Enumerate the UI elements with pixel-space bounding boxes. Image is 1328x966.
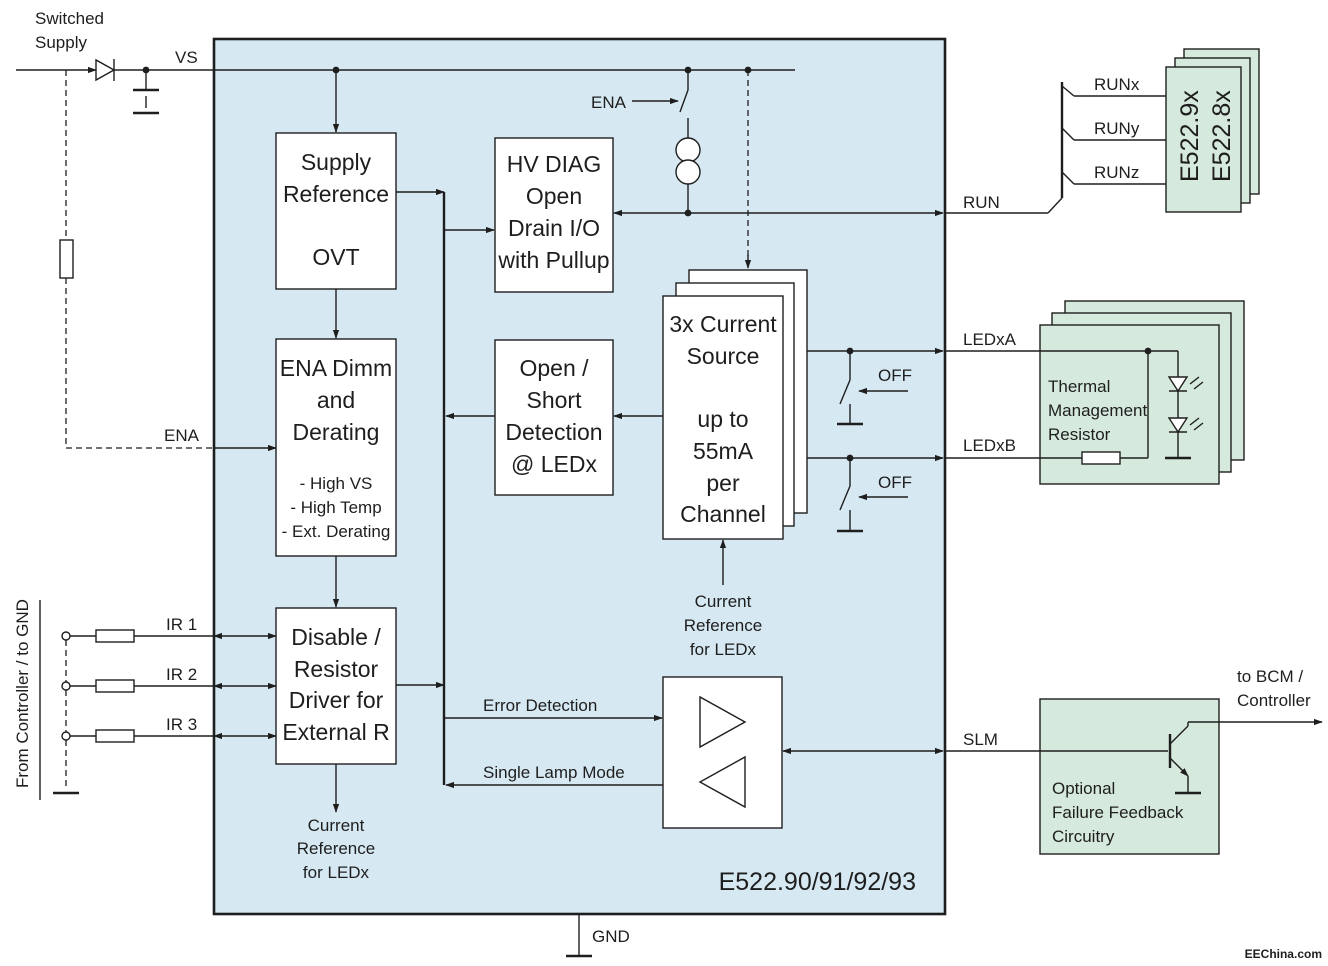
failure-text-3: Circuitry [1052, 827, 1115, 846]
ena-dimm-text-3: Derating [293, 419, 380, 445]
off-switch-a-icon [839, 379, 851, 405]
chip-name-label: E522.90/91/92/93 [719, 868, 916, 896]
e522-card-front [1165, 66, 1242, 213]
led-icon-1 [1167, 376, 1204, 393]
vs-label: VS [175, 48, 198, 67]
buffer-right-icon [699, 695, 747, 749]
hv-diag-text-3: Drain I/O [508, 215, 600, 241]
current-source-block [662, 295, 784, 540]
ena-dimm-block [275, 338, 397, 557]
to-bcm-label-2: Controller [1237, 691, 1311, 710]
ena-dimm-text-1: ENA Dimm [280, 355, 392, 381]
hv-diag-text-2: Open [526, 183, 582, 209]
thermal-text-3: Resistor [1048, 425, 1111, 444]
ena-dimm-list-3: - Ext. Derating [282, 522, 391, 541]
hv-diag-text-4: with Pullup [497, 247, 609, 273]
supply-reference-text-4: OVT [312, 244, 359, 270]
ir3-resistor-icon [95, 729, 135, 743]
supply-reference-text-2: Reference [283, 181, 389, 207]
failure-feedback-block [1039, 698, 1220, 855]
error-detection-label: Error Detection [483, 696, 597, 715]
ena-dimm-list-1: - High VS [300, 474, 373, 493]
ena-switch-icon [679, 89, 689, 113]
thermal-text-2: Management [1048, 401, 1148, 420]
current-source-icon [675, 137, 701, 185]
ledxa-label: LEDxA [963, 330, 1017, 349]
disable-resistor-text-3: Driver for [289, 687, 384, 713]
current-source-text-7: Channel [680, 501, 766, 527]
gnd-label: GND [592, 927, 630, 946]
thermal-resistor-icon [1081, 451, 1121, 465]
ena-dimm-text-2: and [317, 387, 355, 413]
failure-text-1: Optional [1052, 779, 1115, 798]
open-short-block [494, 339, 614, 496]
current-ref-bottom-3: for LEDx [303, 863, 370, 882]
runx-label: RUNx [1094, 75, 1140, 94]
open-short-text-4: @ LEDx [511, 451, 597, 477]
single-lamp-mode-label: Single Lamp Mode [483, 763, 625, 782]
ena-line-label: ENA [164, 426, 200, 445]
current-source-text-4: up to [697, 406, 748, 432]
current-ref-top-3: for LEDx [690, 640, 757, 659]
disable-resistor-text-2: Resistor [294, 656, 379, 682]
current-ref-bottom-2: Reference [297, 839, 375, 858]
current-source-text-6: per [706, 470, 740, 496]
off-label-b: OFF [878, 473, 912, 492]
ledxb-label: LEDxB [963, 436, 1016, 455]
open-short-text-1: Open / [519, 355, 589, 381]
runy-label: RUNy [1094, 119, 1140, 138]
ir3-line [61, 729, 277, 743]
ir3-label: IR 3 [166, 715, 197, 734]
from-controller-label: From Controller / to GND [13, 599, 32, 788]
switched-supply-label-2: Supply [35, 33, 87, 52]
current-ref-top-2: Reference [684, 616, 762, 635]
transistor-icon [1168, 722, 1201, 795]
ir2-resistor-icon [95, 679, 135, 693]
supply-reference-block [275, 132, 397, 290]
ir2-label: IR 2 [166, 665, 197, 684]
slm-label: SLM [963, 730, 998, 749]
disable-resistor-block [275, 607, 397, 765]
current-source-text-2: Source [687, 343, 760, 369]
pullup-resistor-icon [59, 239, 74, 279]
ena-dimm-list-2: - High Temp [290, 498, 381, 517]
failure-text-2: Failure Feedback [1052, 803, 1184, 822]
ir2-line [61, 679, 277, 693]
capacitor-icon [133, 70, 159, 115]
thermal-text-1: Thermal [1048, 377, 1110, 396]
current-source-text-1: 3x Current [669, 311, 777, 337]
switched-supply-label-1: Switched [35, 9, 104, 28]
disable-resistor-text-1: Disable / [291, 624, 381, 650]
open-short-text-2: Short [527, 387, 583, 413]
e522-8x-label: E522.8x [1208, 90, 1236, 182]
current-ref-bottom-1: Current [308, 816, 365, 835]
runz-label: RUNz [1094, 163, 1139, 182]
buffer-left-icon [698, 755, 746, 809]
slm-buffer-block [662, 676, 783, 829]
current-ref-top-1: Current [695, 592, 752, 611]
hv-diag-text-1: HV DIAG [507, 151, 602, 177]
open-short-text-3: Detection [505, 419, 602, 445]
off-label-a: OFF [878, 366, 912, 385]
ir1-resistor-icon [95, 629, 135, 643]
e522-9x-label: E522.9x [1176, 90, 1204, 182]
disable-resistor-text-4: External R [282, 719, 389, 745]
ir1-label: IR 1 [166, 615, 197, 634]
off-switch-b-icon [839, 485, 851, 511]
to-bcm-label-1: to BCM / [1237, 667, 1303, 686]
diode-icon [95, 58, 116, 82]
watermark: EEChina.com [1245, 947, 1322, 961]
run-label: RUN [963, 193, 1000, 212]
ir1-line [61, 629, 277, 643]
hv-diag-block [494, 137, 614, 293]
ena-switch-label: ENA [591, 93, 627, 112]
supply-reference-text-1: Supply [301, 149, 372, 175]
current-source-text-5: 55mA [693, 438, 754, 464]
